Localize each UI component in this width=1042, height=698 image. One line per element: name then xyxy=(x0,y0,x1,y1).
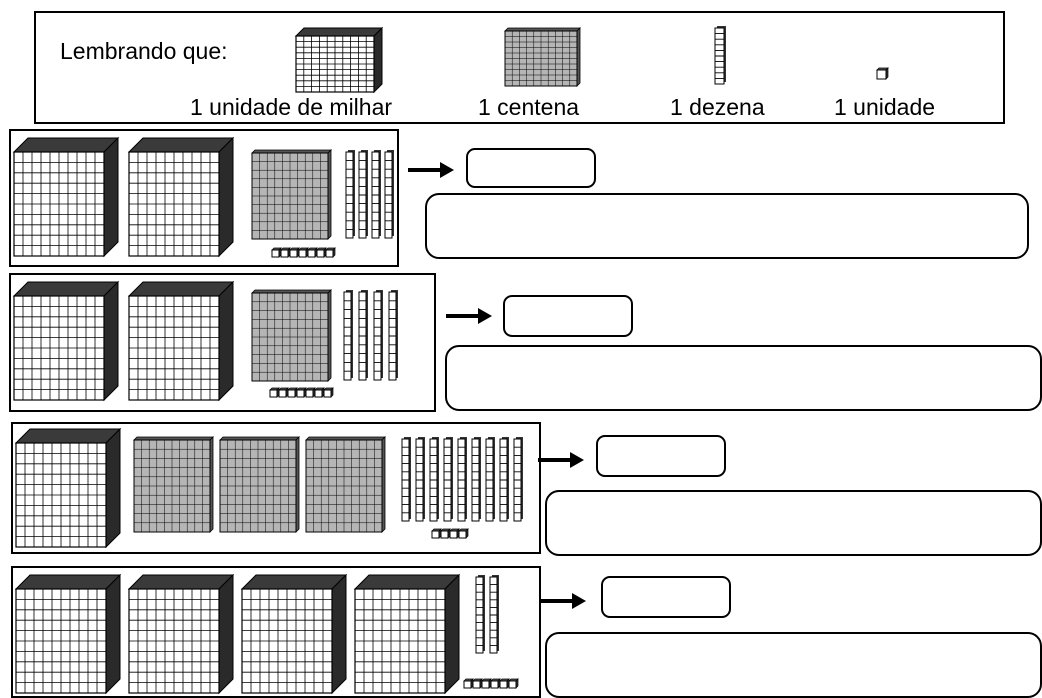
ex3-unit-cube-4 xyxy=(458,528,469,539)
ex4-ten-rod-1 xyxy=(475,575,485,654)
exercise-3-arrow-icon xyxy=(538,452,584,468)
ex4-thousand-cube-1 xyxy=(14,573,122,695)
thousand-label: 1 unidade de milhar xyxy=(190,94,393,120)
ex1-hundred-flat-1 xyxy=(251,149,332,240)
ex4-unit-cube-1 xyxy=(463,678,474,689)
ex1-unit-cube-7 xyxy=(325,247,336,258)
ex1-thousand-cube-1 xyxy=(12,136,120,258)
ex2-thousand-cube-1 xyxy=(12,280,120,402)
ex3-ten-rod-2 xyxy=(415,437,425,522)
ex4-unit-cube-4 xyxy=(490,678,501,689)
ex3-unit-cube-2 xyxy=(440,528,451,539)
ex3-hundred-flat-1 xyxy=(133,436,214,533)
hundred-label: 1 centena xyxy=(478,94,580,120)
ten-rod xyxy=(714,26,726,85)
legend-title: Lembrando que: xyxy=(60,38,228,64)
ex2-unit-cube-6 xyxy=(314,387,325,398)
ex1-unit-cube-3 xyxy=(289,247,300,258)
ex2-unit-cube-4 xyxy=(296,387,307,398)
exercise-3-base-ten-blocks xyxy=(14,427,523,549)
exercise-4-base-ten-blocks xyxy=(14,573,519,695)
exercise-4-arrow-icon xyxy=(540,593,586,609)
ex1-unit-cube-4 xyxy=(298,247,309,258)
ex2-hundred-flat-1 xyxy=(251,289,332,382)
ex2-ten-rod-1 xyxy=(343,290,353,381)
exercise-2-words-input[interactable] xyxy=(445,345,1042,411)
exercise-3-number-input[interactable] xyxy=(596,435,726,477)
exercise-3-words-input[interactable] xyxy=(545,490,1042,556)
thousand-cube-icon xyxy=(294,26,384,94)
ex4-unit-cube-3 xyxy=(481,678,492,689)
ex3-ten-rod-1 xyxy=(401,437,411,522)
ex2-ten-rod-2 xyxy=(358,290,368,381)
ex1-unit-cube-2 xyxy=(280,247,291,258)
ex1-ten-rod-1 xyxy=(345,150,355,239)
ex4-ten-rod-2 xyxy=(489,575,499,654)
unit-cube-icon xyxy=(876,67,889,80)
hundred-flat xyxy=(504,27,581,87)
hundred-flat-icon xyxy=(504,27,581,87)
unit-cube xyxy=(876,67,889,80)
ex2-unit-cube-2 xyxy=(278,387,289,398)
ex3-ten-rod-6 xyxy=(471,437,481,522)
ex3-ten-rod-9 xyxy=(513,437,523,522)
exercise-4-words-input[interactable] xyxy=(545,632,1042,698)
ex1-ten-rod-2 xyxy=(358,150,368,239)
ex3-hundred-flat-2 xyxy=(219,436,300,533)
ex1-unit-cube-6 xyxy=(316,247,327,258)
ex3-ten-rod-8 xyxy=(499,437,509,522)
ex3-unit-cube-3 xyxy=(449,528,460,539)
ex2-thousand-cube-2 xyxy=(127,280,235,402)
ex1-unit-cube-1 xyxy=(271,247,282,258)
exercise-1-words-input[interactable] xyxy=(425,193,1029,259)
ex3-ten-rod-7 xyxy=(485,437,495,522)
exercise-4-number-input[interactable] xyxy=(601,576,731,618)
ex2-ten-rod-3 xyxy=(373,290,383,381)
ex3-thousand-cube-1 xyxy=(14,427,122,549)
ex2-unit-cube-1 xyxy=(269,387,280,398)
ex4-unit-cube-5 xyxy=(499,678,510,689)
ex4-unit-cube-2 xyxy=(472,678,483,689)
ex1-ten-rod-3 xyxy=(371,150,381,239)
ex2-unit-cube-5 xyxy=(305,387,316,398)
unit-label: 1 unidade xyxy=(834,94,936,120)
ex1-unit-cube-5 xyxy=(307,247,318,258)
exercise-1-base-ten-blocks xyxy=(12,136,394,258)
ex3-ten-rod-3 xyxy=(429,437,439,522)
exercise-1-arrow-icon xyxy=(408,162,454,178)
exercise-2-base-ten-blocks xyxy=(12,280,398,402)
exercise-2-arrow-icon xyxy=(446,308,492,324)
exercise-1-number-input[interactable] xyxy=(466,148,596,188)
ex4-thousand-cube-4 xyxy=(353,573,461,695)
ex3-unit-cube-1 xyxy=(431,528,442,539)
exercise-2-number-input[interactable] xyxy=(503,295,633,337)
ex4-thousand-cube-2 xyxy=(127,573,235,695)
ex3-ten-rod-4 xyxy=(443,437,453,522)
thousand-cube xyxy=(294,26,384,94)
ex4-unit-cube-6 xyxy=(508,678,519,689)
ex3-hundred-flat-3 xyxy=(305,436,386,533)
ex3-ten-rod-5 xyxy=(457,437,467,522)
ex4-thousand-cube-3 xyxy=(240,573,348,695)
ex2-ten-rod-4 xyxy=(388,290,398,381)
ex1-ten-rod-4 xyxy=(384,150,394,239)
ex2-unit-cube-3 xyxy=(287,387,298,398)
ten-rod-icon xyxy=(714,26,726,85)
ten-label: 1 dezena xyxy=(670,94,765,120)
ex2-unit-cube-7 xyxy=(323,387,334,398)
ex1-thousand-cube-2 xyxy=(127,136,235,258)
